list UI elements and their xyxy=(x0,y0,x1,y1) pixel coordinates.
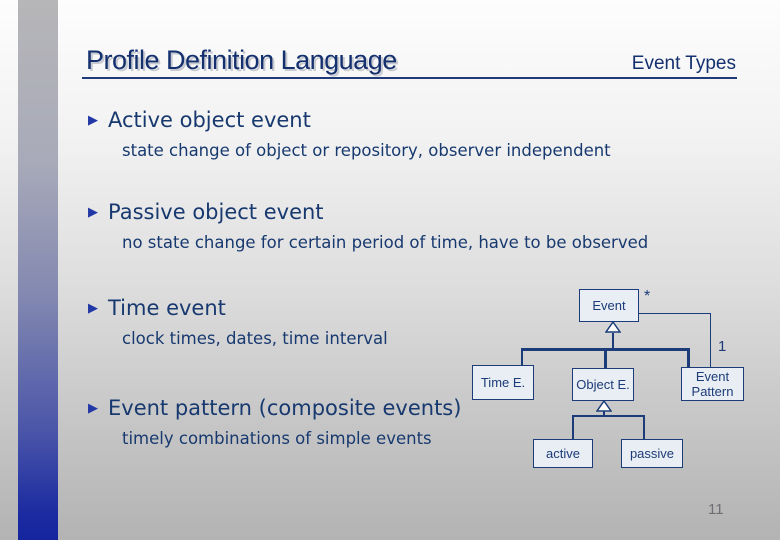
bullet-arrow-icon: ▶ xyxy=(88,400,98,416)
bullet-arrow-icon: ▶ xyxy=(88,300,98,316)
sidebar-gradient-bar xyxy=(18,0,58,540)
bullet-arrow-icon: ▶ xyxy=(88,204,98,220)
connector-drop-event-pattern xyxy=(687,350,690,367)
connector-drop-object-e xyxy=(604,350,607,368)
slide-subtitle: Event Types xyxy=(631,53,736,74)
bullet-item-passive-object-event: ▶ Passive object event no state change f… xyxy=(88,200,648,252)
diagram-node-passive: passive xyxy=(621,439,683,468)
diagram-node-active: active xyxy=(533,439,593,468)
diagram-node-object-e: Object E. xyxy=(572,368,634,401)
connector-drop-time-e xyxy=(521,350,523,365)
diagram-node-event: Event xyxy=(579,289,639,322)
bullet-arrow-icon: ▶ xyxy=(88,112,98,128)
bullet-label: Event pattern (composite events) xyxy=(108,396,462,420)
diagram-node-event-pattern: Event Pattern xyxy=(681,367,744,401)
association-line-horizontal xyxy=(639,313,711,314)
bullet-item-time-event: ▶ Time event clock times, dates, time in… xyxy=(88,296,388,348)
generalization-stub-object-e xyxy=(603,411,605,417)
bullet-label: Active object event xyxy=(108,108,311,132)
page-title: Profile Definition Language xyxy=(86,45,397,75)
page-number: 11 xyxy=(708,501,724,518)
bullet-label: Time event xyxy=(108,296,226,320)
connector-drop-passive xyxy=(643,415,645,439)
bullet-detail: state change of object or repository, ob… xyxy=(122,141,611,160)
multiplicity-one-label: 1 xyxy=(718,338,727,355)
multiplicity-star-label: * xyxy=(644,288,651,305)
event-type-hierarchy-diagram: Event Time E. Object E. Event Pattern ac… xyxy=(460,282,772,482)
event-pattern-line2: Pattern xyxy=(691,384,734,399)
title-underline xyxy=(82,77,737,79)
bullet-detail: no state change for certain period of ti… xyxy=(122,233,649,252)
connector-drop-active xyxy=(572,415,574,439)
bullet-detail: clock times, dates, time interval xyxy=(122,329,388,348)
generalization-arrow-icon xyxy=(605,321,621,333)
bullet-detail: timely combinations of simple events xyxy=(122,429,432,448)
event-pattern-label: Event Pattern xyxy=(692,369,734,399)
subtype-connector-horizontal xyxy=(572,415,645,417)
bullet-item-active-object-event: ▶ Active object event state change of ob… xyxy=(88,108,611,160)
hierarchy-connector-horizontal xyxy=(521,348,690,351)
diagram-node-time-e: Time E. xyxy=(472,365,534,400)
event-pattern-line1: Event xyxy=(695,369,730,384)
generalization-arrow-icon xyxy=(596,400,612,412)
generalization-stub-event xyxy=(612,333,614,349)
bullet-label: Passive object event xyxy=(108,200,324,224)
bullet-item-event-pattern: ▶ Event pattern (composite events) timel… xyxy=(88,396,461,448)
association-line-vertical xyxy=(710,313,711,367)
